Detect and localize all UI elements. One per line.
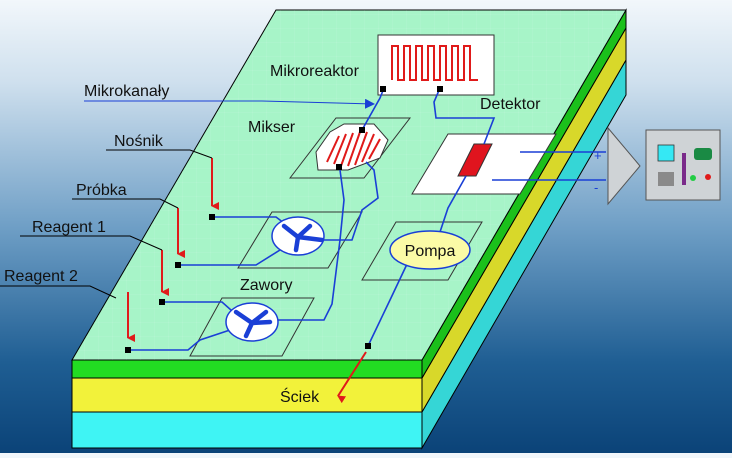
label-zawory: Zawory [240,277,292,294]
label-mikser: Mikser [248,119,296,136]
inlet-arrows [127,158,367,404]
detektor-socket [411,133,557,195]
mikroreaktor-heater [391,45,478,81]
label-reagent1: Reagent 1 [32,219,106,236]
label-probka: Próbka [76,182,127,199]
label-reagent2: Reagent 2 [4,268,78,285]
label-nosnik: Nośnik [114,133,164,150]
channel-zawor1-to-mikser [322,161,379,241]
pompa-ellipse [389,230,471,270]
arrow-sciek [337,351,367,404]
channel-zawor2-to-mikser [264,169,345,321]
valve-1 [271,216,325,256]
layer-green-front [71,359,423,379]
channel-detektor-to-pompa [439,175,467,233]
label-plus: + [594,148,602,163]
zawor-2-socket [189,297,315,357]
channel-pompa-to-sciek [367,261,409,347]
valve-2 [225,302,279,342]
channel-reagent2 [128,327,237,351]
channel-mikroreaktor-to-detektor [433,87,496,145]
leader-lines [0,98,375,299]
label-detektor: Detektor [480,96,541,113]
readout-device [645,129,721,201]
label-sciek: Ściek [280,387,320,406]
pompa-socket [361,221,483,281]
mikroreaktor-socket [377,34,495,96]
chip-top-grid [72,10,626,360]
mikser-grating [326,131,381,167]
label-mikroreaktor: Mikroreaktor [270,63,360,80]
label-mikrokanaly: Mikrokanały [84,83,169,100]
layer-yellow-front [71,377,423,413]
mikser-socket [288,117,412,179]
label-minus: - [594,180,598,195]
detektor-cell [457,143,493,177]
amplifier-triangle [607,126,641,206]
ports [125,86,443,353]
label-pompa: Pompa [405,243,456,260]
layer-cyan-front [71,411,423,449]
